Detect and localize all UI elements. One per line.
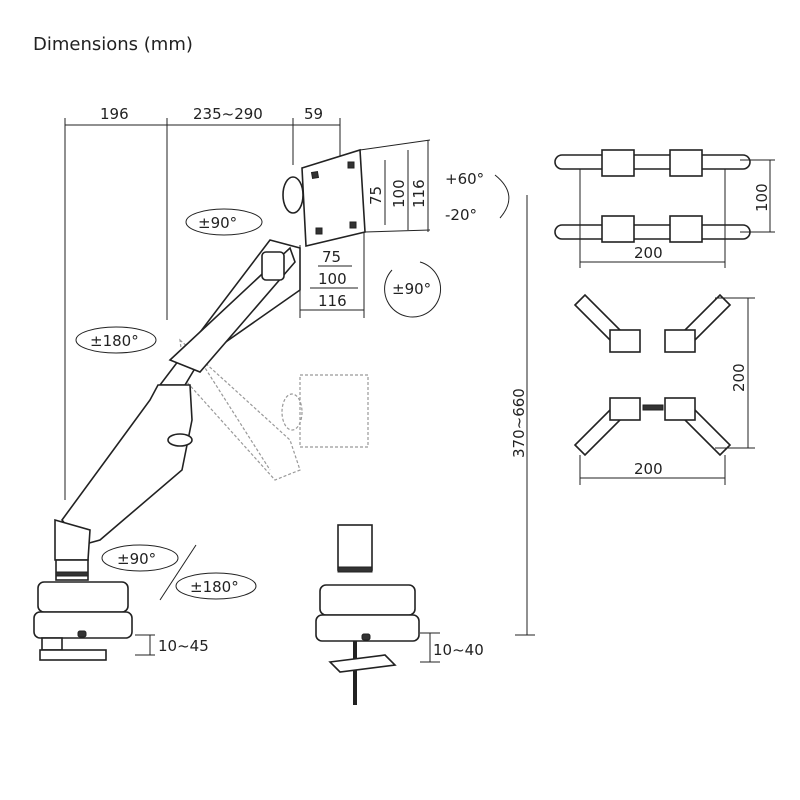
monitor-rotation-icon [384, 261, 442, 318]
vesa-large-height: 200 [730, 363, 748, 392]
vesa-adapter-large [573, 293, 755, 485]
vesa-small-width: 200 [634, 244, 663, 262]
plate-vertical-dim-lines [359, 139, 431, 233]
vesa-small-height: 100 [753, 183, 771, 212]
dim-59: 59 [304, 105, 323, 123]
vesa-adapter-small [554, 149, 775, 268]
grommet-base [315, 524, 420, 705]
dim-235-290: 235~290 [193, 105, 263, 123]
clamp-range: 10~45 [158, 637, 209, 655]
head-swivel-label: ±90° [198, 214, 237, 232]
base-rotation-label: ±180° [190, 578, 239, 596]
plate-v-100: 100 [390, 179, 408, 208]
grommet-range: 10~40 [433, 641, 484, 659]
plate-h-116: 116 [318, 292, 347, 310]
diagram-title: Dimensions (mm) [33, 34, 193, 55]
vesa-plate [282, 148, 366, 248]
vesa-large-width: 200 [634, 460, 663, 478]
tilt-arrow-icon [494, 174, 510, 219]
separator-line [159, 544, 197, 601]
tilt-down: -20° [445, 206, 477, 224]
base-swivel-label: ±90° [117, 550, 156, 568]
tilt-up: +60° [445, 170, 484, 188]
elbow-swivel-label: ±180° [90, 332, 139, 350]
head-swivel-icon [185, 208, 263, 236]
height-range: 370~660 [510, 388, 528, 458]
elbow-swivel-icon [75, 326, 157, 354]
plate-h-75: 75 [322, 248, 341, 266]
desk-clamp-base [33, 581, 133, 661]
ghost-arm [179, 338, 369, 481]
plate-v-75: 75 [367, 186, 385, 205]
plate-h-100: 100 [318, 270, 347, 288]
top-dimension-line [64, 118, 341, 500]
dim-196: 196 [100, 105, 129, 123]
base-swivel-icon [101, 544, 179, 572]
monitor-arm [54, 239, 301, 581]
base-rotation-icon [175, 572, 257, 600]
plate-v-116: 116 [410, 179, 428, 208]
monitor-rotation-label: ±90° [392, 280, 431, 298]
